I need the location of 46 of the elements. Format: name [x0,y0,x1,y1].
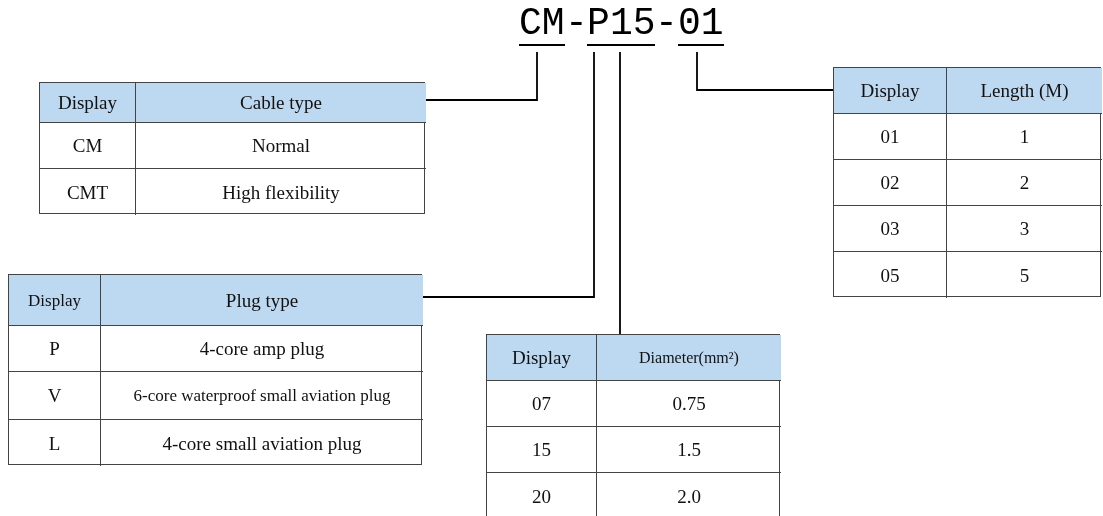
data-table [486,334,780,516]
code-segment: 01 [678,4,724,46]
table-cell-text: 4-core small aviation plug [161,431,363,456]
table-cell: 05 [834,252,947,298]
leader-line [424,51,538,101]
header-cell: Length (M) [947,68,1102,114]
header-cell: Display [40,83,136,123]
header-cell: Cable type [136,83,426,123]
header-cell: Plug type [101,275,423,326]
data-table [833,67,1101,297]
table-cell: 07 [487,381,597,427]
code-segment: CM [519,4,565,46]
table-cell-text: 2.0 [676,484,702,509]
separator-dash: - [565,4,588,44]
table-cell: Normal [136,123,426,169]
table-cell: 4-core amp plug [101,326,423,372]
table-cell: 02 [834,160,947,206]
table-cell: 6-core waterproof small aviation plug [101,372,423,420]
table-cell: 03 [834,206,947,252]
leader-line [696,51,834,91]
header-cell: Display [9,275,101,326]
table-cell: 01 [834,114,947,160]
data-table [39,82,425,214]
table-cell: 20 [487,473,597,516]
table-cell: 1 [947,114,1102,160]
header-cell: Display [834,68,947,114]
data-table [8,274,422,465]
leader-line [421,51,595,298]
separator-dash: - [655,4,678,44]
header-cell: Display [487,335,597,381]
table-cell: P [9,326,101,372]
table-cell: L [9,420,101,466]
table-cell: 2 [947,160,1102,206]
table-cell: CM [40,123,136,169]
table-cell: 3 [947,206,1102,252]
table-cell: 15 [487,427,597,473]
table-cell: 1.5 [597,427,781,473]
code-segment: 15 [610,4,655,46]
table-cell: V [9,372,101,420]
leader-line [619,51,621,335]
table-cell-text: High flexibility [221,180,341,205]
table-cell: CMT [40,169,136,215]
table-cell-text: 5 [1018,263,1031,288]
code-segment: P [587,4,610,46]
header-cell: Diameter(mm²) [597,335,781,381]
table-cell: 0.75 [597,381,781,427]
